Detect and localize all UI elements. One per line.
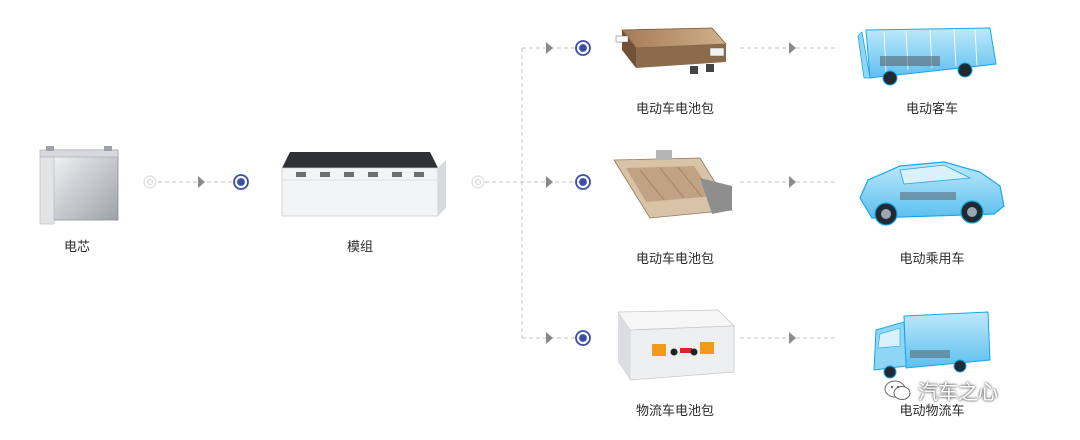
start-markers [143,175,485,189]
label-pack-mid: 电动车电池包 [635,252,715,267]
arrow-icon [198,176,205,188]
arrows [198,42,796,344]
label-bus: 电动客车 [905,102,959,117]
label-car: 电动乘用车 [899,252,965,267]
electric-car-image [859,161,1005,226]
electric-bus-image [857,27,997,86]
ev-battery-pack-image [615,27,727,74]
start-circle-icon [143,175,157,189]
battery-module-image [281,152,446,217]
electric-truck-image [873,311,991,379]
target-markers [233,40,591,346]
label-pack-top: 电动车电池包 [635,102,715,117]
connector-lines [158,47,835,339]
watermark: 汽车之心 [884,376,998,405]
target-icon [233,174,249,190]
logistics-battery-pack-image [617,309,735,381]
target-icon [575,330,591,346]
wechat-icon [884,379,912,403]
label-module: 模组 [346,240,374,255]
arrow-icon [789,176,796,188]
target-icon [575,174,591,190]
label-cell: 电芯 [63,240,91,255]
arrow-icon [546,176,553,188]
arrow-icon [789,332,796,344]
ev-battery-pack-image [613,150,733,219]
target-icon [575,40,591,56]
label-pack-bottom: 物流车电池包 [635,404,715,419]
arrow-icon [789,42,796,54]
arrow-icon [546,332,553,344]
watermark-text: 汽车之心 [918,380,998,404]
label-truck: 电动物流车 [899,404,965,419]
start-circle-icon [471,175,485,189]
battery-cell-image [39,146,119,225]
arrow-icon [546,42,553,54]
